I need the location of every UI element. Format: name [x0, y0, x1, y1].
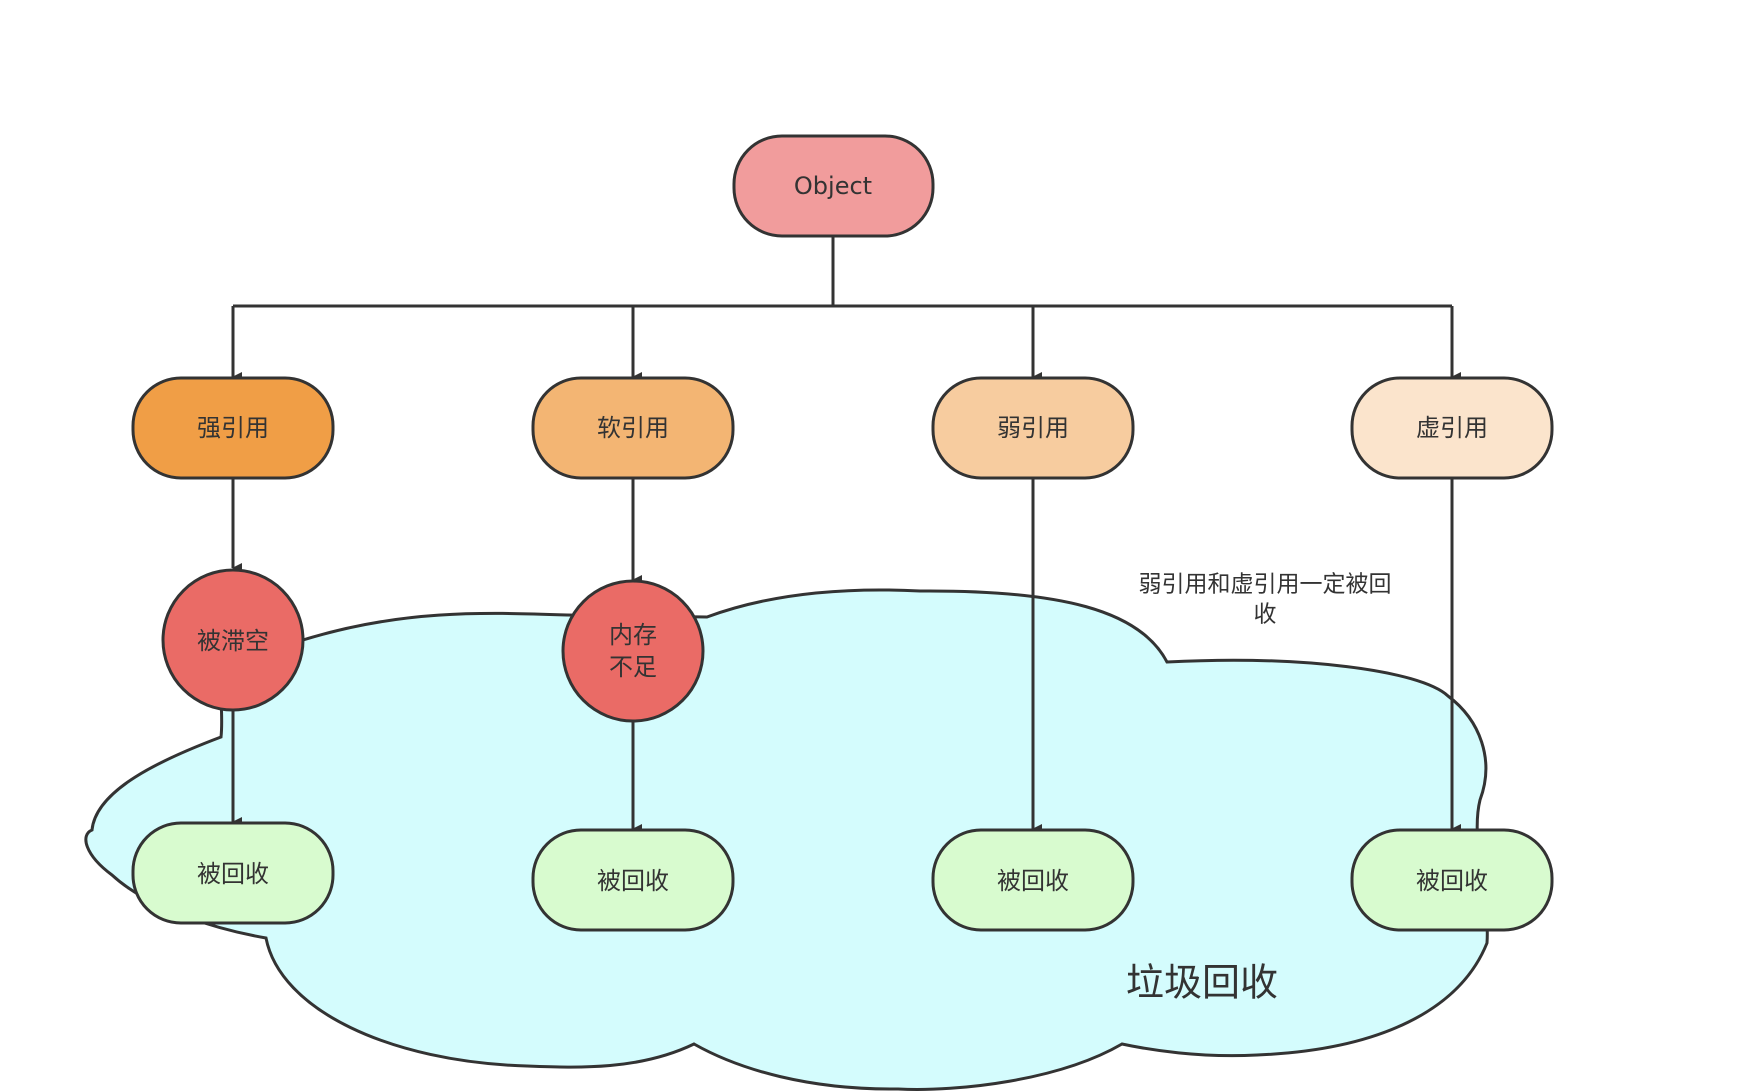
node-strong-reference: 强引用	[131, 376, 335, 480]
node-collected-1-label: 被回收	[197, 860, 269, 888]
node-soft-reference: 软引用	[531, 376, 735, 480]
node-collected-2-label: 被回收	[597, 867, 669, 895]
node-collected-4: 被回收	[1350, 828, 1554, 932]
garbage-collection-label: 垃圾回收	[1126, 961, 1278, 1005]
condition-nulled-label: 被滞空	[197, 627, 269, 655]
node-collected-2: 被回收	[531, 828, 735, 932]
condition-nulled: 被滞空	[161, 568, 305, 712]
condition-low-memory-line-1: 内存	[609, 621, 657, 649]
edges	[231, 237, 1461, 834]
node-collected-3: 被回收	[931, 828, 1135, 932]
node-weak-reference: 弱引用	[931, 376, 1135, 480]
node-collected-1: 被回收	[131, 821, 335, 925]
node-phantom-reference: 虚引用	[1350, 376, 1554, 480]
note-line-1: 弱引用和虚引用一定被回	[1139, 572, 1392, 598]
condition-low-memory: 内存 不足	[561, 579, 705, 723]
node-soft-reference-label: 软引用	[597, 414, 669, 442]
note-line-2: 收	[1254, 602, 1277, 628]
node-collected-4-label: 被回收	[1416, 867, 1488, 895]
condition-low-memory-line-2: 不足	[609, 653, 657, 681]
node-weak-reference-label: 弱引用	[997, 414, 1069, 442]
node-phantom-reference-label: 虚引用	[1416, 414, 1488, 442]
node-object-label: Object	[794, 172, 872, 200]
node-strong-reference-label: 强引用	[197, 414, 269, 442]
node-collected-3-label: 被回收	[997, 867, 1069, 895]
node-object: Object	[732, 134, 935, 238]
